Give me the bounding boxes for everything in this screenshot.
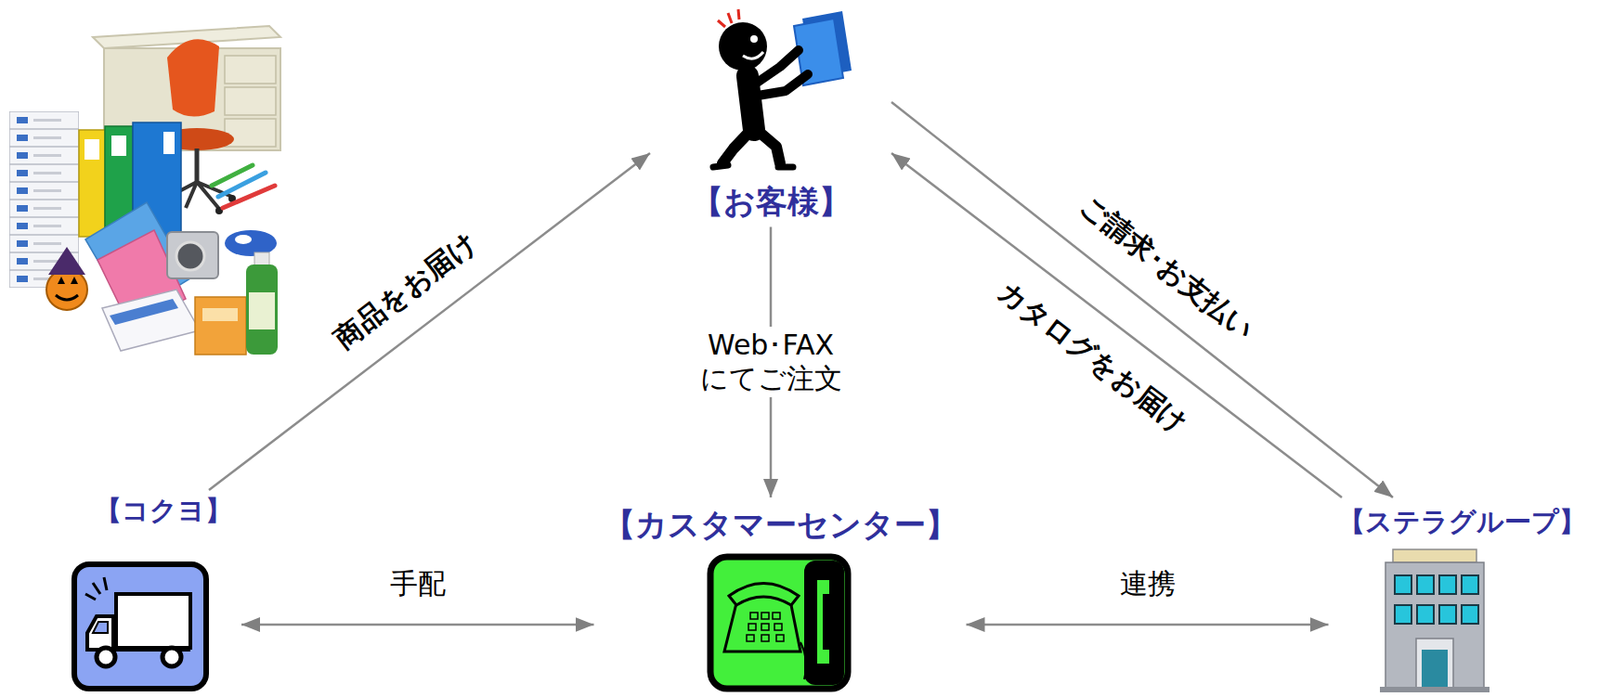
office-building-icon-part xyxy=(1417,575,1434,595)
flow-arrow xyxy=(891,102,1393,498)
office-building-icon-part xyxy=(1421,650,1448,690)
flow-arrow xyxy=(891,153,1342,498)
node-heading: 【コクヨ】 xyxy=(94,494,233,528)
edge-label-line: Web･FAX xyxy=(700,328,843,363)
office-products-illustration-part xyxy=(167,39,220,117)
office-products-illustration-part xyxy=(84,139,100,160)
call-center-node: 【カスタマーセンター】 xyxy=(594,497,967,694)
office-building-icon-part xyxy=(1439,605,1457,625)
telephone-icon xyxy=(710,557,848,690)
truck-icon xyxy=(74,564,207,690)
office-products-illustration-part xyxy=(57,276,66,285)
flow-arrow xyxy=(241,624,595,627)
customer-figure-part xyxy=(750,35,758,43)
office-building-icon-part xyxy=(1385,562,1484,690)
truck-icon-part xyxy=(85,594,96,600)
office-products-illustration-part xyxy=(176,242,205,271)
customer-figure-part xyxy=(752,74,808,97)
telephone-icon-part xyxy=(710,557,848,690)
office-products-illustration-part xyxy=(234,234,252,245)
office-products-illustration-part xyxy=(254,252,270,266)
customer-figure-part xyxy=(722,130,752,164)
office-building-icon-part xyxy=(1416,638,1454,690)
truck-icon-part xyxy=(92,622,108,634)
office-building-icon-part xyxy=(1394,605,1412,625)
truck-icon-part xyxy=(87,616,114,651)
telephone-icon-part xyxy=(746,635,755,642)
node-heading: 【カスタマーセンター】 xyxy=(603,505,958,546)
telephone-icon-part xyxy=(761,612,769,620)
truck-icon-part xyxy=(74,564,207,690)
node-heading: 【ステラグループ】 xyxy=(1338,505,1587,539)
customer-node: 【お客様】 xyxy=(650,5,892,228)
office-products-illustration-part xyxy=(48,247,86,275)
office-building-icon-part xyxy=(1461,575,1479,595)
edge-label: Web･FAX にてご注文 xyxy=(692,326,850,398)
office-products-illustration-part xyxy=(70,276,79,285)
office-products-illustration-part xyxy=(246,264,278,355)
company-node: 【ステラグループ】 xyxy=(1328,497,1596,692)
flow-arrow xyxy=(966,624,1329,627)
office-products-illustration-part xyxy=(202,308,238,322)
truck-icon-part xyxy=(92,583,101,595)
flow-arrow xyxy=(208,153,651,491)
office-products-illustration-part xyxy=(46,269,88,311)
telephone-icon-part xyxy=(761,635,769,642)
office-products-illustration-part xyxy=(224,87,276,116)
office-products-illustration-part xyxy=(222,185,275,209)
customer-figure xyxy=(713,9,852,168)
telephone-icon-part xyxy=(750,612,758,620)
edge-label: 商品をお届け xyxy=(327,225,483,356)
office-building-icon-part xyxy=(1439,575,1457,595)
office-products-illustration-part xyxy=(78,130,105,237)
telephone-icon-part xyxy=(776,635,784,642)
telephone-icon-part xyxy=(817,580,830,664)
office-building-icon xyxy=(1379,549,1490,693)
customer-figure-part xyxy=(756,130,781,164)
office-building-icon-part xyxy=(1394,575,1412,595)
truck-icon-part xyxy=(96,648,116,667)
office-products-illustration-part xyxy=(55,295,79,300)
edge-label: 手配 xyxy=(390,567,446,601)
customer-figure-part xyxy=(742,52,764,59)
edge-label-line: にてご注文 xyxy=(700,362,843,396)
telephone-icon-part xyxy=(761,624,769,631)
office-building-icon-part xyxy=(1461,605,1479,625)
telephone-icon-part xyxy=(772,612,781,620)
customer-figure-part xyxy=(713,165,794,168)
office-products-illustration-part xyxy=(248,292,275,330)
telephone-icon-part xyxy=(804,560,845,686)
truck-icon-part xyxy=(116,594,191,649)
customer-figure-part xyxy=(717,20,726,27)
telephone-icon-part xyxy=(774,624,782,631)
office-building-icon-part xyxy=(1392,549,1477,563)
customer-figure-part xyxy=(728,13,732,24)
truck-icon-part xyxy=(104,577,107,591)
node-heading: 【お客様】 xyxy=(691,182,851,222)
office-products-illustration-part xyxy=(167,232,219,279)
telephone-icon-part xyxy=(728,584,799,607)
customer-figure-part xyxy=(718,22,768,71)
customer-figure-part xyxy=(738,9,740,20)
office-products-illustration-part xyxy=(111,135,127,157)
office-building-icon-part xyxy=(1417,605,1434,625)
edge-label: 連携 xyxy=(1119,567,1176,601)
office-products-illustration-part xyxy=(224,55,276,84)
office-products-illustration xyxy=(9,26,281,355)
edge-label: ご請求･お支払い xyxy=(1073,189,1261,347)
telephone-icon-part xyxy=(748,624,756,631)
supplier-node: 【コクヨ】 xyxy=(85,490,242,695)
office-products-illustration-part xyxy=(195,148,200,183)
office-products-illustration-part xyxy=(102,289,200,352)
telephone-icon-part xyxy=(800,642,807,680)
office-products-illustration-part xyxy=(109,299,179,326)
office-products-illustration-part xyxy=(163,131,175,155)
truck-icon-part xyxy=(162,648,182,667)
office-building-icon-part xyxy=(1379,687,1490,693)
office-products-illustration-part xyxy=(195,297,247,355)
edge-label: カタログをお届け xyxy=(990,273,1194,441)
